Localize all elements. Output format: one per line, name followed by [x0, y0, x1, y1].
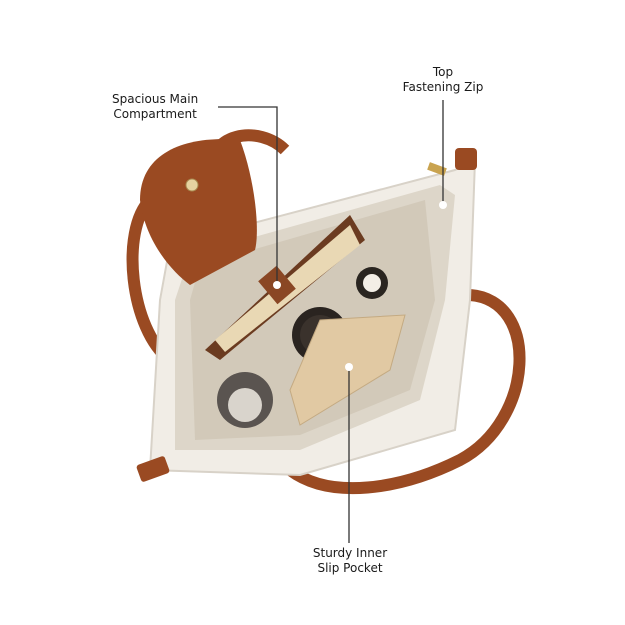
callout-line2: Slip Pocket: [317, 561, 383, 575]
zip-puller: [427, 162, 447, 176]
callout-dot-pocket: [345, 363, 353, 371]
callout-line1: Sturdy Inner: [312, 546, 388, 560]
callout-line2: Compartment: [113, 107, 197, 121]
callout-top-zip: Top Fastening Zip: [392, 65, 494, 95]
callout-line2: Fastening Zip: [402, 80, 484, 94]
callout-slip-pocket: Sturdy Inner Slip Pocket: [298, 546, 402, 576]
snap-button: [185, 178, 199, 192]
callout-dot-zip: [439, 201, 447, 209]
callout-line-main-compartment: [218, 106, 278, 285]
callout-line1: Spacious Main: [112, 92, 199, 106]
leather-tab-right: [455, 148, 477, 170]
leather-flap: [140, 139, 257, 285]
leather-tab-left: [136, 456, 170, 482]
callout-main-compartment: Spacious Main Compartment: [112, 92, 198, 122]
callout-line1: Top: [432, 65, 454, 79]
callout-dot-main-compartment: [273, 281, 281, 289]
right-handle: [286, 289, 526, 495]
